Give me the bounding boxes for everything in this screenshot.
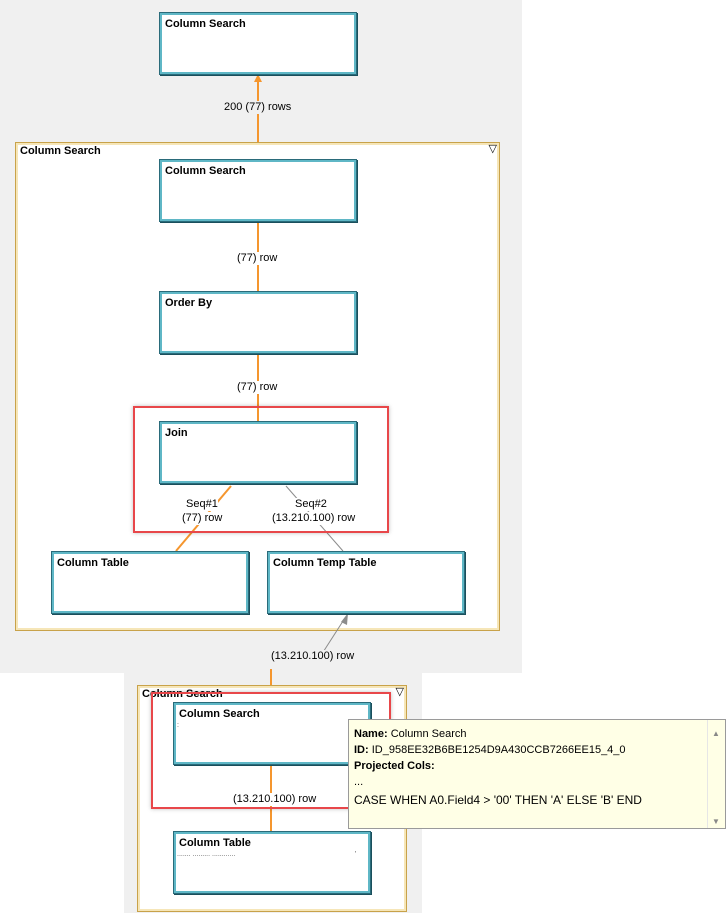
node-detail-text: ....... ......... ............ bbox=[177, 851, 236, 858]
tooltip-name-label: Name: bbox=[354, 728, 388, 740]
tooltip-ellipsis: ... bbox=[354, 776, 364, 788]
tooltip-projected-row: Projected Cols: bbox=[354, 758, 725, 774]
node-detail-mark: ' bbox=[354, 851, 356, 858]
edge-label-order-join: (77) row bbox=[237, 381, 278, 394]
node-title: Join bbox=[165, 427, 188, 439]
node-tooltip: Name: Column Search ID: ID_958EE32B6BE12… bbox=[348, 719, 726, 829]
edge-label-lower-temp: (13.210.100) row bbox=[271, 650, 355, 663]
group-title: Column Search bbox=[20, 145, 101, 157]
tooltip-name-row: Name: Column Search bbox=[354, 726, 725, 742]
tooltip-id-value: ID_958EE32B6BE1254D9A430CCB7266EE15_4_0 bbox=[371, 744, 626, 756]
collapse-toggle-icon[interactable]: ▽ bbox=[488, 143, 497, 155]
tooltip-code: CASE WHEN A0.Field4 > '00' THEN 'A' ELSE… bbox=[354, 793, 642, 807]
node-column-search-inner[interactable]: Column Search bbox=[159, 159, 357, 222]
node-join[interactable]: Join bbox=[159, 421, 357, 484]
group-title: Column Search bbox=[142, 688, 223, 700]
tooltip-projected-label: Projected Cols: bbox=[354, 760, 435, 772]
edge-label-search-order: (77) row bbox=[237, 252, 278, 265]
scroll-up-icon[interactable]: ▲ bbox=[712, 729, 720, 738]
node-title: Column Table bbox=[57, 557, 129, 569]
node-title: Column Table bbox=[179, 837, 251, 849]
edge-label-top-in: 200 (77) rows bbox=[224, 101, 292, 114]
node-detail-text: : bbox=[177, 722, 179, 729]
edge-label-seq2: Seq#2 bbox=[295, 498, 327, 511]
node-column-table-lower[interactable]: Column Table ....... ......... .........… bbox=[173, 831, 371, 894]
node-title: Order By bbox=[165, 297, 213, 309]
scroll-down-icon[interactable]: ▼ bbox=[712, 817, 720, 826]
edge-label-lower-inner: (13.210.100) row bbox=[233, 793, 317, 806]
node-column-search-top[interactable]: Column Search bbox=[159, 12, 357, 75]
node-column-temp-table[interactable]: Column Temp Table bbox=[267, 551, 465, 614]
tooltip-id-row: ID: ID_958EE32B6BE1254D9A430CCB7266EE15_… bbox=[354, 742, 725, 758]
tooltip-id-label: ID: bbox=[354, 744, 369, 756]
edge-label-seq1: Seq#1 bbox=[186, 498, 218, 511]
node-column-search-lower[interactable]: Column Search : ' bbox=[173, 702, 371, 765]
tooltip-scrollbar[interactable]: ▲ ▼ bbox=[707, 720, 725, 828]
node-title: Column Temp Table bbox=[273, 557, 377, 569]
edge-label-seq1-rows: (77) row bbox=[182, 512, 223, 525]
node-title: Column Search bbox=[165, 165, 246, 177]
node-column-table[interactable]: Column Table bbox=[51, 551, 249, 614]
collapse-toggle-icon[interactable]: ▽ bbox=[395, 686, 404, 698]
node-title: Column Search bbox=[165, 18, 246, 30]
node-order-by[interactable]: Order By bbox=[159, 291, 357, 354]
edge-label-seq2-rows: (13.210.100) row bbox=[272, 512, 356, 525]
tooltip-name-value: Column Search bbox=[390, 728, 467, 740]
node-title: Column Search bbox=[179, 708, 260, 720]
